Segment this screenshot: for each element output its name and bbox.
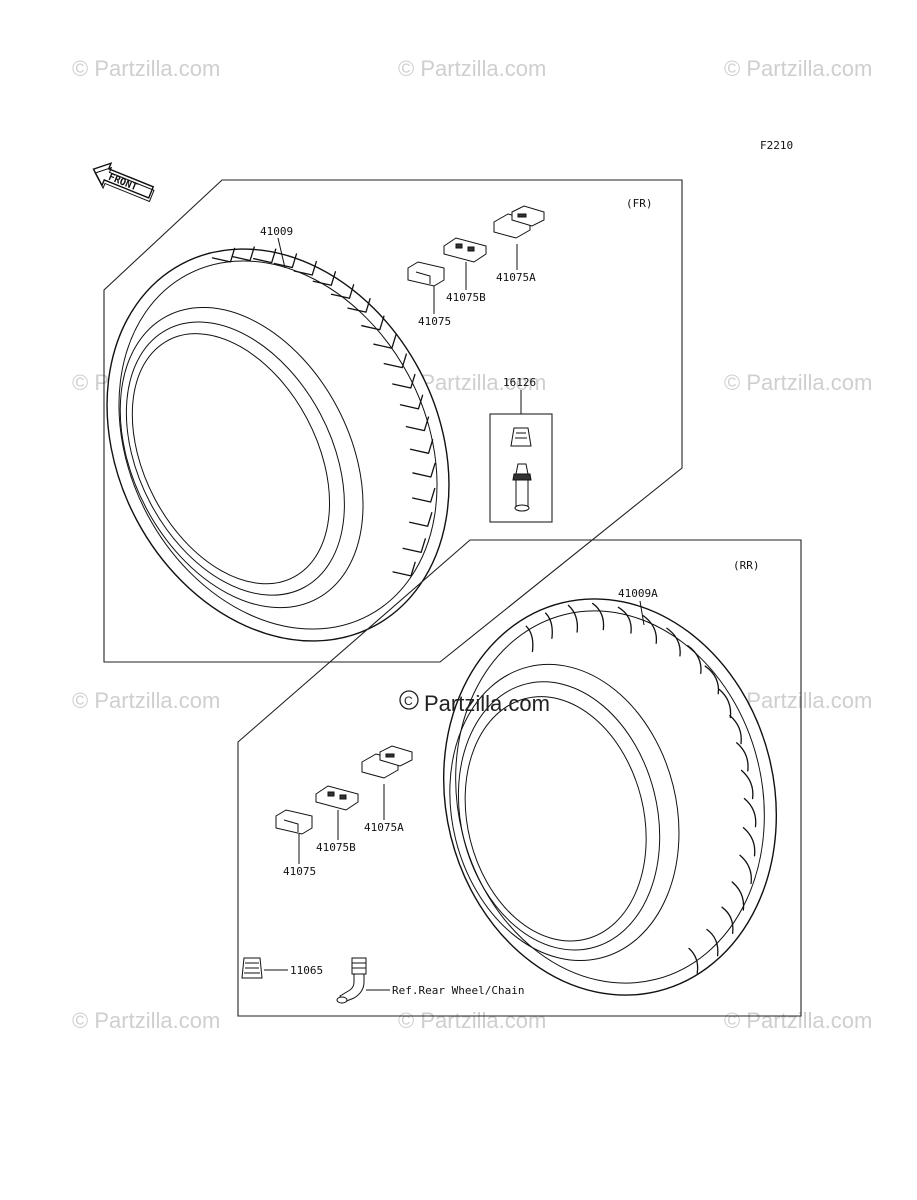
watermark: © Partzilla.com — [398, 56, 546, 81]
rear-weight-41075[interactable] — [275, 809, 313, 835]
svg-text:© Partzilla.com: © Partzilla.com — [72, 1008, 220, 1033]
watermark: © Partzilla.com — [72, 688, 220, 713]
rear-weight-41075A[interactable] — [361, 745, 413, 779]
svg-text:© Partzilla.com: © Partzilla.com — [724, 370, 872, 395]
watermark: © Partzilla.com — [724, 370, 872, 395]
front-weight-41075A[interactable] — [493, 205, 545, 239]
svg-text:© Partzilla.com: © Partzilla.com — [398, 56, 546, 81]
central-watermark: C Partzilla.com — [399, 690, 550, 716]
front-arrow-icon: FRONT — [92, 162, 155, 203]
svg-text:© Partzilla.com: © Partzilla.com — [724, 56, 872, 81]
figure-code: F2210 — [760, 139, 793, 152]
rear-valve-ref-label: Ref.Rear Wheel/Chain — [392, 984, 524, 997]
front-tire-leader — [277, 237, 286, 269]
front-weight-label-41075A: 41075A — [496, 271, 536, 284]
rear-tire-part-label: 41009A — [618, 587, 658, 600]
rear-weight-label-41075: 41075 — [283, 865, 316, 878]
rear-weight-label-41075B: 41075B — [316, 841, 356, 854]
watermark: © Partzilla.com — [72, 1008, 220, 1033]
watermark: © Partzilla.com — [398, 1008, 546, 1033]
rear-section: (RR) — [237, 539, 817, 1030]
rear-weight-label-41075A: 41075A — [364, 821, 404, 834]
watermark: © Partzilla.com — [724, 1008, 872, 1033]
watermark: © Partzilla.com — [72, 56, 220, 81]
front-section-frame — [103, 179, 683, 663]
svg-text:© Partzilla.com: © Partzilla.com — [72, 688, 220, 713]
front-weight-41075B[interactable] — [443, 237, 487, 263]
svg-text:© Partzilla.com: © Partzilla.com — [72, 56, 220, 81]
rear-weight-41075B[interactable] — [315, 785, 359, 811]
front-tire-part-label: 41009 — [260, 225, 293, 238]
rear-cap-part-label: 11065 — [290, 964, 323, 977]
front-valve-icon[interactable] — [510, 427, 532, 512]
front-weight-label-41075: 41075 — [418, 315, 451, 328]
central-watermark-text: Partzilla.com — [424, 691, 550, 716]
svg-text:© Partzilla.com: © Partzilla.com — [724, 1008, 872, 1033]
rear-tire-leader — [639, 600, 645, 626]
svg-text:© Partzilla.com: © Partzilla.com — [398, 1008, 546, 1033]
front-weight-label-41075B: 41075B — [446, 291, 486, 304]
rear-valve-cap-icon[interactable] — [241, 957, 263, 979]
front-group-label: (FR) — [626, 197, 653, 210]
front-valve-part-label: 16126 — [503, 376, 536, 389]
front-weight-41075[interactable] — [407, 261, 445, 287]
front-tire[interactable] — [40, 189, 515, 701]
front-valve-box — [489, 413, 553, 523]
front-section: (FR) — [40, 179, 683, 701]
rear-group-label: (RR) — [733, 559, 760, 572]
svg-text:C: C — [404, 694, 413, 708]
rear-tire[interactable] — [402, 563, 817, 1030]
rear-section-frame — [237, 539, 802, 1017]
watermark: © Partzilla.com — [724, 56, 872, 81]
rear-valve-stem-icon[interactable] — [336, 957, 367, 1004]
